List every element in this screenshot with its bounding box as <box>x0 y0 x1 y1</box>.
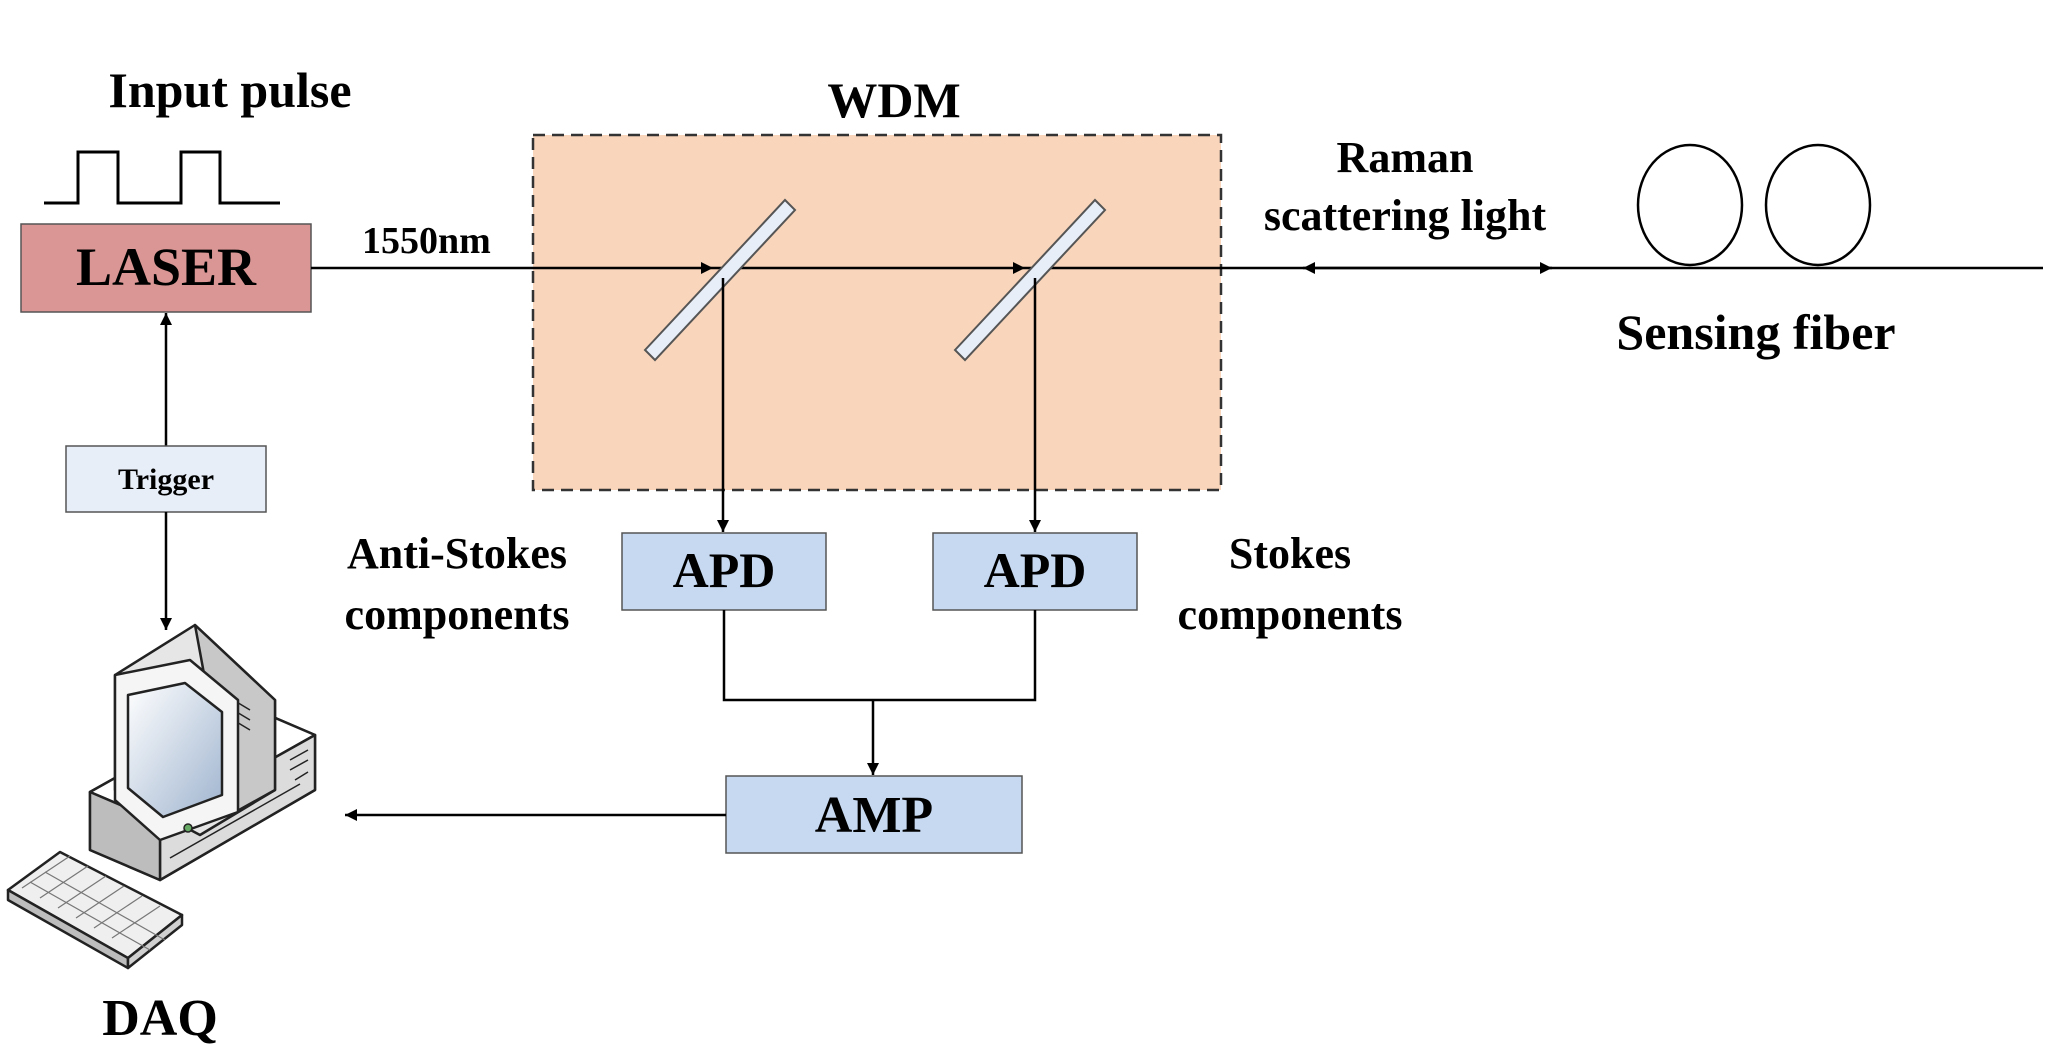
square-pulse-icon <box>44 150 280 205</box>
amp-label: AMP <box>815 787 933 844</box>
apd-stokes-box <box>932 532 1138 611</box>
trigger-label: Trigger <box>118 463 214 496</box>
stokes-label-line1: Stokes <box>1229 529 1351 578</box>
apd-stokes-label: APD <box>984 542 1087 598</box>
anti-stokes-label-line1: Anti-Stokes <box>347 529 567 578</box>
laser-box <box>20 223 312 313</box>
sensing-fiber-label: Sensing fiber <box>1616 304 1895 360</box>
dichroic-mirror-icon <box>953 198 1107 362</box>
input-pulse-label: Input pulse <box>108 62 351 118</box>
raman-label-line2: scattering light <box>1264 191 1547 240</box>
desktop-computer-icon <box>6 623 317 970</box>
apd-anti-stokes-label: APD <box>673 542 776 598</box>
apd-combiner-line <box>722 610 1037 702</box>
trigger-box <box>65 445 267 513</box>
apd-anti-stokes-box <box>621 532 827 611</box>
wdm-box <box>531 133 1223 492</box>
fiber-coil-icon <box>1764 143 1872 267</box>
wavelength-label: 1550nm <box>362 220 491 262</box>
stokes-label-line2: components <box>1178 590 1403 639</box>
anti-stokes-label-line2: components <box>345 590 570 639</box>
raman-label-line1: Raman <box>1337 133 1474 182</box>
fiber-coil-icon <box>1636 143 1744 267</box>
dichroic-mirror-icon <box>643 198 797 362</box>
daq-label: DAQ <box>102 990 218 1047</box>
wdm-label: WDM <box>827 72 960 128</box>
laser-label: LASER <box>76 237 257 297</box>
